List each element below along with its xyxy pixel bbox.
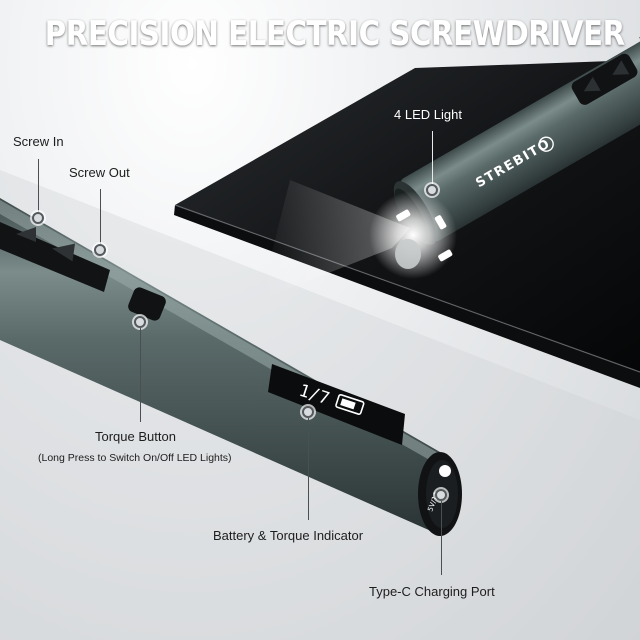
screw-out-dot: [94, 244, 106, 256]
torque-button-dot: [134, 316, 146, 328]
torque-button-leader-line: [140, 328, 141, 422]
screw-out-label: Screw Out: [69, 165, 130, 180]
upper-triangle-icon: [583, 76, 601, 92]
usb-c-icon: [439, 465, 451, 477]
led-light-leader-line: [432, 131, 433, 189]
torque-button-shape: [128, 287, 166, 321]
screw-in-dot: [32, 212, 44, 224]
display-panel: 1/7: [268, 364, 405, 445]
charging-port-label: Type-C Charging Port: [369, 584, 495, 599]
screw-in-leader-line: [38, 159, 39, 217]
main-button-panel: [0, 222, 166, 321]
battery-indicator-label: Battery & Torque Indicator: [213, 528, 364, 543]
led-glow: [369, 191, 457, 279]
charging-port-leader-line: [441, 501, 442, 575]
screw-in-label: Screw In: [13, 134, 64, 149]
charging-port-dot: [435, 489, 447, 501]
torque-button-label: Torque Button: [95, 429, 176, 444]
screw-out-leader-line: [100, 189, 101, 249]
main-screwdriver: 1/7 5V/1A: [0, 198, 462, 536]
battery-icon: [335, 393, 365, 415]
main-body: [0, 198, 440, 535]
led-beam: [260, 180, 410, 300]
led-light-label: 4 LED Light: [394, 107, 462, 122]
battery-indicator-leader-line: [308, 418, 309, 520]
led-lights: [395, 209, 453, 269]
headline-title: PRECISION ELECTRIC SCREWDRIVER: [44, 14, 625, 54]
led-light-dot: [426, 184, 438, 196]
torque-button-note: (Long Press to Switch On/Off LED Lights): [38, 452, 232, 464]
battery-indicator-dot: [302, 406, 314, 418]
brand-logo-icon: [538, 136, 554, 152]
upper-body: [399, 19, 640, 242]
upper-triangle-icon: [612, 60, 630, 75]
